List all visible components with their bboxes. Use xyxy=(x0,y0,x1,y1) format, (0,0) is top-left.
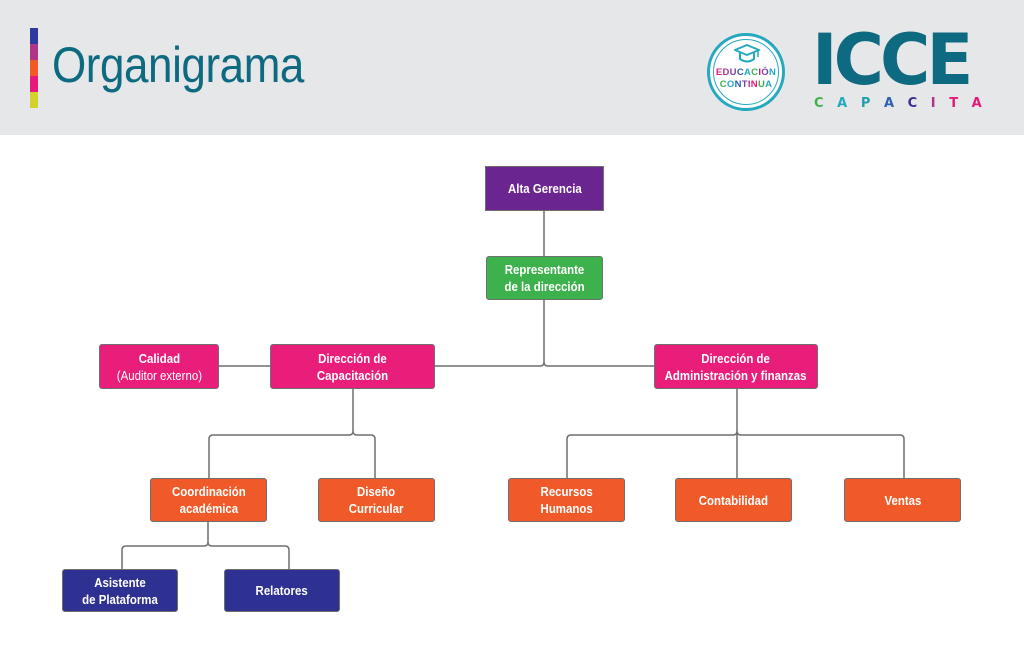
node-label: académica xyxy=(179,501,238,516)
badge-letter: C xyxy=(719,79,727,90)
node-representante-direccion: Representante de la dirección xyxy=(486,256,603,300)
page-title: Organigrama xyxy=(52,37,304,93)
graduation-cap-icon xyxy=(734,44,760,63)
tagline-letter: C xyxy=(814,96,838,111)
accent-segment xyxy=(30,44,38,60)
badge-letter: T xyxy=(741,79,748,90)
badge-letter: A xyxy=(765,79,773,90)
node-label: Recursos xyxy=(540,484,593,499)
node-label: de Plataforma xyxy=(82,591,158,607)
node-direccion-administracion: Dirección de Administración y finanzas xyxy=(654,344,818,389)
accent-segment xyxy=(30,92,38,108)
badge-letter: Ó xyxy=(761,67,769,78)
badge-letter: I xyxy=(747,79,751,90)
badge-letter: N xyxy=(734,79,742,90)
tagline-letter: I xyxy=(930,96,950,111)
connector-capacitacion-children xyxy=(208,389,376,478)
tagline-letter: P xyxy=(860,96,884,111)
badge-text-line-1: EDUCACIÓN xyxy=(710,67,782,78)
node-coordinacion-academica: Coordinación académica xyxy=(150,478,267,522)
node-label: Administración y finanzas xyxy=(665,367,807,383)
tagline-letter: A xyxy=(883,96,908,111)
badge-inner-ring xyxy=(713,39,779,105)
tagline-letter: A xyxy=(971,96,996,111)
badge-letter: O xyxy=(726,79,735,90)
node-ventas: Ventas xyxy=(844,478,961,522)
connector-coordinacion-children xyxy=(121,522,290,569)
node-alta-gerencia: Alta Gerencia xyxy=(485,166,604,211)
node-label: Relatores xyxy=(255,583,309,598)
node-label: Dirección de xyxy=(701,350,771,366)
tagline-letter: C xyxy=(907,96,931,111)
badge-text-line-2: CONTINUA xyxy=(710,79,782,90)
node-calidad: Calidad (Auditor externo) xyxy=(99,344,219,389)
badge-letter: N xyxy=(768,67,777,78)
node-label: Asistente xyxy=(94,574,146,590)
node-label: Diseño xyxy=(357,484,396,499)
node-label: Ventas xyxy=(884,492,921,508)
node-asistente-plataforma: Asistente de Plataforma xyxy=(62,569,178,612)
node-label: Representante xyxy=(504,262,585,277)
badge-letter: C xyxy=(751,67,759,78)
node-diseno-curricular: Diseño Curricular xyxy=(318,478,435,522)
header: Organigrama EDUCACIÓN CONTINUA ICCE CAPA… xyxy=(0,0,1024,135)
icce-logo: ICCE xyxy=(812,19,973,101)
node-direccion-capacitacion: Dirección de Capacitación xyxy=(270,344,435,389)
accent-segment xyxy=(30,76,38,92)
node-label: Dirección de xyxy=(318,350,387,366)
tagline-letter: T xyxy=(949,96,972,111)
badge-letter: U xyxy=(729,67,737,78)
node-label: Curricular xyxy=(349,501,404,516)
badge-letter: D xyxy=(722,67,730,78)
node-label: Calidad xyxy=(138,350,180,366)
capacita-tagline: CAPACITA xyxy=(814,96,995,111)
node-sublabel: (Auditor externo) xyxy=(116,367,202,383)
node-contabilidad: Contabilidad xyxy=(675,478,792,522)
badge-letter: I xyxy=(758,67,762,78)
accent-segment xyxy=(30,28,38,44)
node-label: Contabilidad xyxy=(698,492,769,508)
node-label: Coordinación xyxy=(171,484,246,499)
badge-letter: A xyxy=(743,67,752,78)
node-recursos-humanos: Recursos Humanos xyxy=(508,478,625,522)
badge-letter: U xyxy=(757,79,766,90)
node-label: Alta Gerencia xyxy=(507,181,582,196)
tagline-letter: A xyxy=(837,96,861,111)
accent-color-bar xyxy=(30,28,38,108)
badge-letter: E xyxy=(715,67,723,78)
badge-letter: C xyxy=(736,67,744,78)
node-label: de la dirección xyxy=(504,279,585,294)
node-label: Capacitación xyxy=(316,367,389,383)
accent-segment xyxy=(30,60,38,76)
node-label: Humanos xyxy=(540,501,593,516)
badge-letter: N xyxy=(750,79,758,90)
connector-representante-direcciones xyxy=(434,300,654,367)
educacion-continua-badge: EDUCACIÓN CONTINUA xyxy=(707,33,785,111)
node-relatores: Relatores xyxy=(224,569,340,612)
connector-administracion-children xyxy=(566,389,905,478)
